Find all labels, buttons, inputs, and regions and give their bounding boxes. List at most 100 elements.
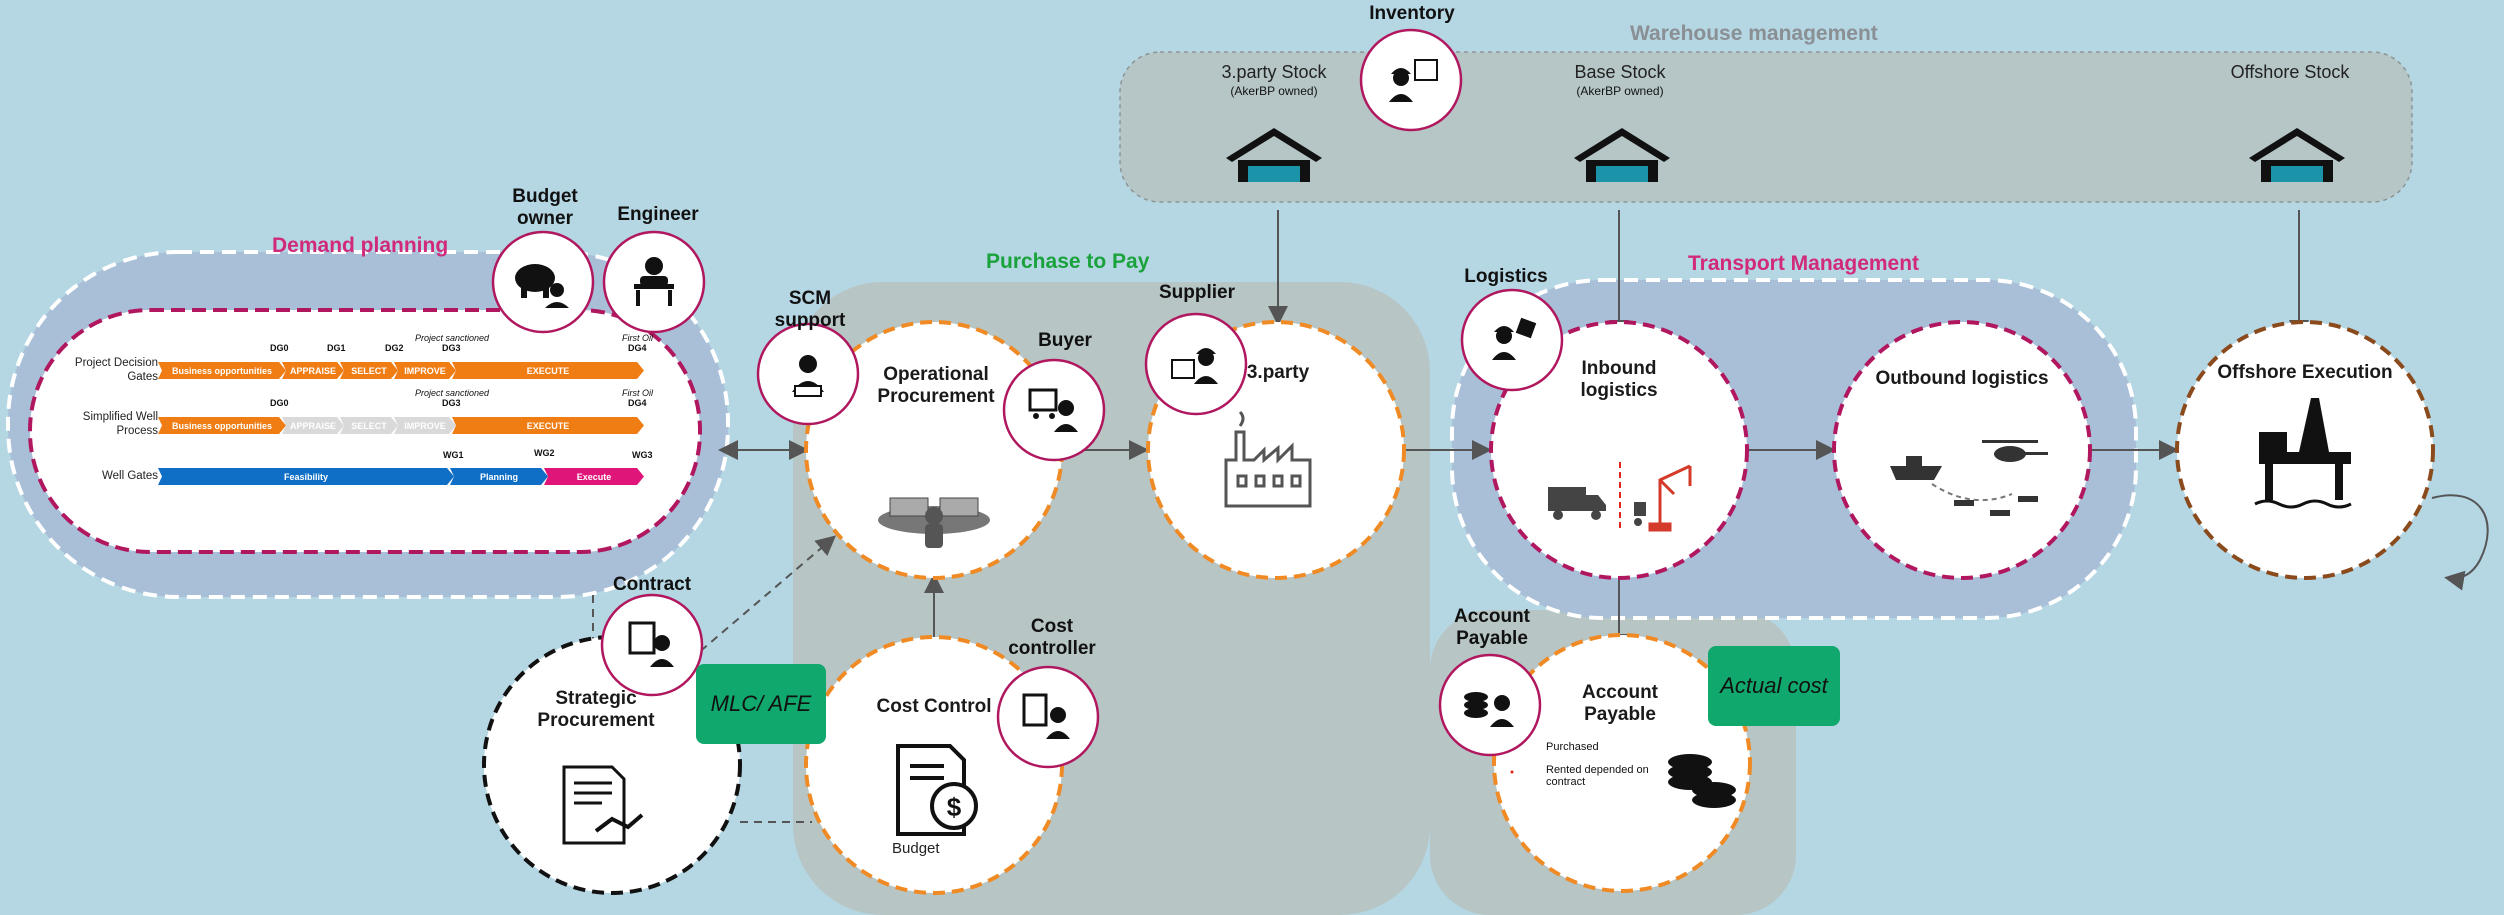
logistics-role-circle[interactable] — [1460, 288, 1564, 392]
node-label-third-party: 3.party — [1246, 362, 1310, 383]
node-label-operational: Operational Procurement — [877, 364, 995, 407]
svg-text:$: $ — [947, 792, 962, 822]
actual-cost-badge: Actual cost — [1708, 646, 1840, 726]
control-room-icon — [878, 497, 990, 548]
coins-icon — [1668, 754, 1736, 808]
gate-first-oil: First Oil — [622, 333, 653, 343]
budget-document-icon: $ — [896, 744, 978, 836]
stock-sublabel-base: (AkerBP owned) — [1576, 84, 1664, 98]
contract-icon — [628, 621, 674, 667]
oil-platform-icon — [2254, 398, 2352, 509]
arrow-offshore-return — [2431, 494, 2489, 591]
supplier-role-circle[interactable] — [1144, 312, 1248, 416]
bar-planning: Planning — [450, 468, 548, 485]
section-title-warehouse: Warehouse management — [1630, 22, 1878, 45]
budget-owner-icon — [515, 264, 569, 308]
section-title-demand: Demand planning — [272, 234, 449, 257]
gates-row1-label: Project Decision Gates — [74, 357, 158, 383]
role-label-account-payable: Account Payable — [1454, 606, 1530, 649]
bar-execute-row2: EXECUTE — [452, 417, 644, 434]
gate-dg2: DG2 — [385, 343, 404, 353]
bar-execute-well: Execute — [544, 468, 644, 485]
purchased-label: Purchased — [1546, 741, 1599, 753]
gate-wg2: WG2 — [534, 448, 555, 458]
role-label-buyer: Buyer — [1038, 330, 1092, 351]
account-payable-circle[interactable] — [1492, 633, 1752, 893]
cost-controller-icon — [1022, 693, 1070, 739]
bar-business-opportunities-row2: Business opportunities — [158, 417, 286, 434]
node-label-account-payable: Account Payable — [1582, 682, 1658, 725]
bar-select-row2: SELECT — [340, 417, 398, 434]
gate-project-sanctioned-row2: Project sanctioned — [415, 388, 490, 398]
gate-dg0-row2: DG0 — [270, 398, 289, 408]
role-label-scm-support: SCM support — [774, 288, 846, 331]
bar-improve: IMPROVE — [394, 362, 456, 379]
role-label-engineer: Engineer — [617, 204, 699, 225]
account-payable-role-circle[interactable] — [1438, 653, 1542, 757]
gate-wg1: WG1 — [443, 450, 464, 460]
gate-dg1: DG1 — [327, 343, 346, 353]
outbound-logistics-circle[interactable] — [1832, 320, 2092, 580]
gate-wg3: WG3 — [632, 450, 653, 460]
bullet-dot-icon — [1510, 770, 1514, 774]
bar-feasibility: Feasibility — [158, 468, 454, 485]
bar-appraise: APPRAISE — [282, 362, 344, 379]
mlc-afe-badge: MLC/ AFE — [696, 664, 826, 744]
gate-dg3-row2: DG3 — [442, 398, 461, 408]
warehouse-icon-offshore — [2249, 128, 2345, 182]
gates-row2-label: Simplified Well Process — [82, 411, 158, 437]
inventory-role-circle[interactable] — [1359, 28, 1463, 132]
stock-sublabel-third-party: (AkerBP owned) — [1230, 84, 1318, 98]
ship-helicopter-icon — [1890, 440, 2048, 516]
role-label-inventory: Inventory — [1369, 3, 1455, 24]
gate-dg3: DG3 — [442, 343, 461, 353]
inventory-icon — [1389, 59, 1438, 102]
gate-dg4-row2: DG4 — [628, 398, 647, 408]
account-payable-icon — [1464, 692, 1514, 727]
stock-label-third-party: 3.party Stock — [1221, 62, 1327, 82]
gate-dg0: DG0 — [270, 343, 289, 353]
stock-label-offshore: Offshore Stock — [2230, 62, 2350, 82]
node-label-outbound: Outbound logistics — [1875, 368, 2049, 389]
bar-select: SELECT — [340, 362, 398, 379]
bar-appraise-row2: APPRAISE — [282, 417, 344, 434]
warehouse-icon-base — [1574, 128, 1670, 182]
role-label-logistics: Logistics — [1464, 266, 1548, 287]
gate-project-sanctioned: Project sanctioned — [415, 333, 490, 343]
role-label-contract: Contract — [612, 574, 692, 595]
dashed-strategic-operational — [689, 535, 837, 661]
node-label-offshore: Offshore Execution — [2217, 362, 2393, 383]
bar-execute: EXECUTE — [452, 362, 644, 379]
crane-icon — [1648, 464, 1692, 532]
role-label-budget-owner: Budget owner — [512, 186, 578, 229]
budget-label: Budget — [892, 840, 940, 857]
truck-icon — [1548, 487, 1606, 520]
role-label-cost-controller: Cost controller — [1008, 616, 1096, 659]
section-title-transport: Transport Management — [1688, 252, 1920, 275]
rented-label: Rented depended on contract — [1546, 764, 1649, 788]
scm-support-role-circle[interactable] — [756, 322, 860, 426]
warehouse-icon-third-party — [1226, 128, 1322, 182]
gate-first-oil-row2: First Oil — [622, 388, 653, 398]
buyer-icon — [1028, 388, 1078, 432]
engineer-icon — [634, 257, 674, 306]
strategic-procurement-circle[interactable] — [482, 635, 742, 895]
node-label-cost-control: Cost Control — [876, 696, 992, 717]
gates-row3-label: Well Gates — [101, 470, 158, 482]
cost-controller-role-circle[interactable] — [996, 665, 1100, 769]
bar-improve-row2: IMPROVE — [394, 417, 456, 434]
bar-business-opportunities: Business opportunities — [158, 362, 286, 379]
scm-person-icon — [792, 355, 824, 397]
role-label-supplier: Supplier — [1158, 282, 1236, 303]
gate-dg4: DG4 — [628, 343, 647, 353]
supplier-icon — [1171, 348, 1218, 384]
node-label-strategic: Strategic Procurement — [537, 688, 655, 731]
logistics-icon — [1492, 317, 1537, 360]
factory-icon — [1224, 410, 1312, 508]
dolly-icon — [1634, 502, 1646, 526]
section-title-purchase-to-pay: Purchase to Pay — [986, 250, 1150, 273]
node-label-inbound: Inbound logistics — [1580, 358, 1658, 401]
stock-label-base: Base Stock — [1574, 62, 1666, 82]
